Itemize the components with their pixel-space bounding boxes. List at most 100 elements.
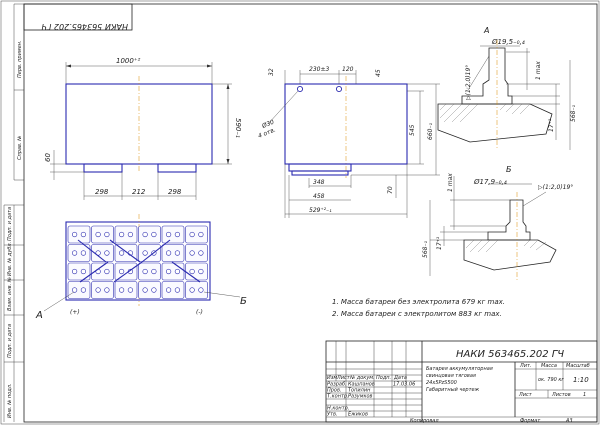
title-head-data: Дата bbox=[393, 375, 407, 381]
cell-terminal bbox=[189, 287, 195, 293]
detail-a-cover bbox=[437, 103, 553, 143]
cell-terminal bbox=[71, 268, 78, 275]
title-name-utv: Ежиков bbox=[348, 412, 368, 418]
title-sheets-value: 1 bbox=[583, 392, 586, 398]
battery-cell bbox=[114, 225, 138, 244]
side-bottom-dim-348: 348 bbox=[313, 179, 325, 186]
title-mass-value: ок. 790 кг bbox=[538, 377, 564, 383]
battery-cell bbox=[67, 262, 91, 281]
cell-terminal bbox=[174, 250, 180, 256]
title-name-3: 24х5PzS500 bbox=[426, 380, 457, 386]
cell-terminal bbox=[142, 250, 148, 256]
top-view-label-b: Б bbox=[240, 296, 247, 307]
title-col-lit: Лит. bbox=[519, 363, 532, 369]
cell-terminal bbox=[166, 268, 172, 275]
detail-b-cover bbox=[463, 239, 557, 271]
side-right-dim-545: 545 bbox=[409, 124, 416, 136]
side-top-dim-45: 45 bbox=[375, 69, 382, 77]
top-view: А Б (+) (-) bbox=[35, 214, 247, 321]
cell-terminal bbox=[104, 250, 110, 256]
side-lifting-hole-left bbox=[296, 85, 304, 93]
battery-cell bbox=[114, 281, 138, 299]
battery-cell bbox=[114, 244, 138, 262]
title-row-utv: Утв. bbox=[327, 412, 338, 418]
title-col-scale: Масштаб bbox=[566, 363, 590, 369]
cell-terminal bbox=[104, 268, 110, 275]
front-bottom-dim-3: 298 bbox=[168, 188, 182, 196]
left-strip: Перв. примен. Справ. № Подп. и дата Инв.… bbox=[3, 3, 24, 422]
title-row-nkontr: Н.контр. bbox=[327, 406, 349, 412]
cell-terminal bbox=[118, 268, 125, 275]
title-head-doc: № докум. bbox=[349, 375, 375, 381]
battery-cell bbox=[138, 244, 161, 262]
top-view-label-a: А bbox=[35, 310, 43, 321]
detail-a-max: 1 max bbox=[535, 61, 542, 80]
note-2: 2. Масса батареи с электролитом 883 кг m… bbox=[332, 310, 502, 318]
top-view-plus: (+) bbox=[70, 309, 80, 316]
title-head-list: Лист bbox=[336, 375, 351, 381]
cell-terminal bbox=[174, 231, 180, 238]
detail-a-dia: Ø19,5₋₀,₄ bbox=[491, 38, 525, 46]
cell-terminal bbox=[198, 231, 204, 238]
side-right-dim-70: 70 bbox=[387, 186, 394, 194]
cell-terminal bbox=[166, 250, 172, 256]
side-view: 32 230±3 120 45 Ø30 4 отв. 545 660₋₁ 70 … bbox=[257, 66, 440, 218]
battery-cell bbox=[161, 225, 185, 244]
detail-b-terminal bbox=[487, 199, 531, 241]
front-height-dim: 590₋₁ bbox=[234, 118, 242, 138]
detail-a-h2: 568₋₁ bbox=[570, 104, 577, 122]
rotated-stamp-text: НАКИ 563465.202 ГЧ bbox=[41, 22, 128, 31]
front-width-dim: 1000⁺² bbox=[116, 57, 141, 65]
note-1: 1. Масса батареи без электролита 679 кг … bbox=[332, 298, 505, 306]
detail-b-h2: 568₋₁ bbox=[422, 240, 429, 258]
cell-terminal bbox=[95, 287, 101, 293]
cell-terminal bbox=[118, 231, 125, 238]
title-format: Формат bbox=[520, 418, 541, 424]
detail-b-dia: Ø17,9₋₀,₄ bbox=[473, 178, 507, 186]
notes: 1. Масса батареи без электролита 679 кг … bbox=[332, 298, 505, 318]
battery-cell bbox=[67, 225, 91, 244]
battery-cell bbox=[91, 281, 114, 299]
title-block: НАКИ 563465.202 ГЧ Батарея аккумуляторна… bbox=[325, 340, 598, 424]
cell-terminal bbox=[95, 231, 101, 238]
side-base-inner bbox=[291, 170, 349, 176]
battery-cell bbox=[67, 281, 91, 299]
cell-terminal bbox=[189, 268, 195, 275]
battery-cell bbox=[138, 262, 161, 281]
battery-cell bbox=[114, 262, 138, 281]
side-hole-dim: Ø30 bbox=[260, 119, 275, 131]
battery-cell bbox=[138, 281, 161, 299]
strip-inv-dubl: Инв. № дубл. bbox=[7, 242, 13, 276]
side-top-dim-230: 230±3 bbox=[309, 66, 329, 73]
detail-b-taper: ▷(1:2,0)19° bbox=[538, 184, 573, 191]
detail-b-max: 1 max bbox=[447, 173, 454, 192]
title-format-value: А3 bbox=[565, 418, 573, 424]
title-head-podp: Подп. bbox=[376, 375, 391, 381]
front-foot-left bbox=[83, 163, 123, 173]
cell-terminal bbox=[174, 268, 180, 275]
title-designation: НАКИ 563465.202 ГЧ bbox=[456, 349, 564, 360]
title-date-razrab: 17.03.06 bbox=[393, 382, 415, 388]
battery-cell bbox=[138, 225, 161, 244]
title-col-mass: Масса bbox=[541, 363, 557, 369]
cell-terminal bbox=[142, 231, 148, 238]
title-name-4: Габаритный чертеж bbox=[426, 387, 480, 393]
side-top-dim-32: 32 bbox=[268, 68, 275, 76]
title-sheets-label: Листов bbox=[551, 392, 571, 398]
cell-terminal bbox=[127, 287, 133, 293]
battery-cell bbox=[161, 281, 185, 299]
title-name-tkontr: Разумков bbox=[348, 394, 373, 400]
title-row-razrab: Разраб. bbox=[327, 382, 347, 388]
cell-terminal bbox=[104, 287, 110, 293]
front-bottom-dim-1: 298 bbox=[95, 188, 109, 196]
title-head-izm: Изм bbox=[327, 375, 337, 381]
detail-a-label: А bbox=[483, 26, 489, 35]
cell-terminal bbox=[127, 231, 133, 238]
title-name-prov: Топилин bbox=[348, 388, 371, 394]
rotated-stamp: НАКИ 563465.202 ГЧ bbox=[23, 3, 133, 31]
battery-cell bbox=[161, 244, 185, 262]
title-row-prov: Пров. bbox=[327, 388, 342, 394]
title-name-razrab: Кашпанов bbox=[348, 382, 375, 388]
cell-terminal bbox=[189, 231, 195, 238]
front-foot-dim: 60 bbox=[44, 153, 52, 162]
